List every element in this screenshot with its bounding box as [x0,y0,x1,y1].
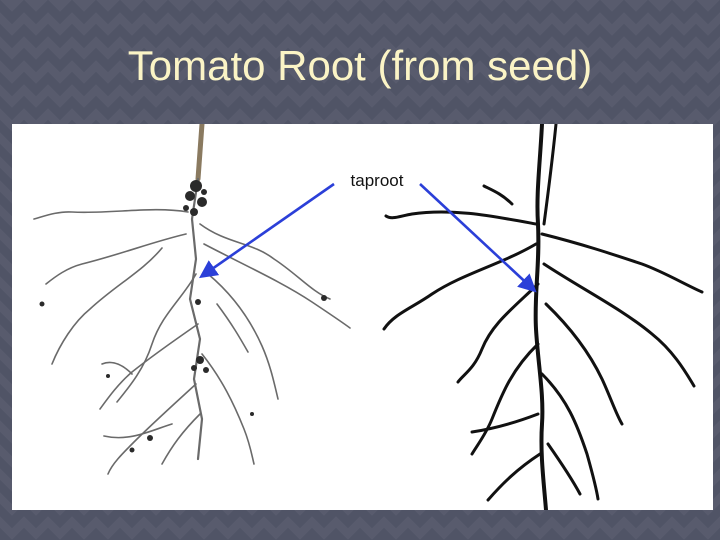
photo-lateral-root [107,383,197,475]
right-arrow [419,183,537,293]
photo-lateral-root [101,361,133,375]
photo-lateral-root [51,247,163,365]
drawn-lateral-root [470,412,540,434]
drawn-lateral-root [540,232,704,294]
photo-lateral-root [45,233,187,285]
drawn-lateral-root [470,342,540,456]
photo-lateral-root [161,413,201,465]
drawn-lateral-root [456,282,540,384]
slide-title: Tomato Root (from seed) [127,42,593,89]
drawn-taproot-twin [542,124,558,226]
drawn-root-system [382,124,704,510]
photo-soil-clumps [39,180,327,453]
drawn-lateral-root [542,262,696,388]
photo-lateral-root [207,273,279,400]
photo-stem [195,124,205,182]
photo-lateral-root [199,223,331,300]
drawn-lateral-root [384,210,538,226]
photo-lateral-root [216,303,249,353]
drawn-lateral-root [540,372,600,501]
photo-lateral-root [116,273,197,403]
photo-lateral-root [103,423,173,439]
drawn-lateral-root [482,184,514,206]
taproot-label: taproot [351,171,404,190]
drawn-lateral-root [486,452,542,502]
drawn-lateral-root [382,242,538,331]
root-figure-panel: taproot [12,124,713,510]
photo-lateral-root [201,353,255,465]
drawn-lateral-root [546,442,582,496]
photo-lateral-root [203,243,351,329]
taproot-callout: taproot [199,171,537,293]
drawn-taproot [533,124,548,510]
root-diagram: taproot [33,124,704,510]
photo-lateral-root [33,208,189,220]
left-arrow [199,182,335,279]
photo-lateral-root [99,323,199,410]
photo-root-system [33,124,351,475]
photo-taproot [188,177,204,461]
drawn-lateral-root [544,302,624,426]
